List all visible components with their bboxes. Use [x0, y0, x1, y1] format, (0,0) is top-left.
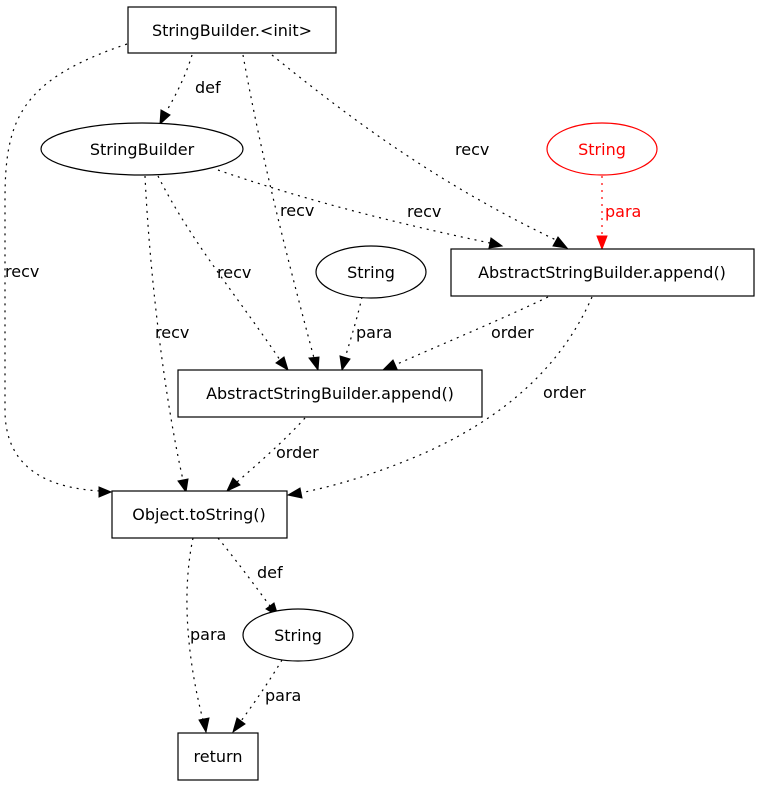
- node-string-param-highlight[interactable]: String: [546, 122, 658, 176]
- edge-label-recv-center: recv: [280, 201, 314, 220]
- edge-init-to-stringbuilder: def: [159, 54, 221, 126]
- node-string-param-mid[interactable]: String: [315, 245, 427, 299]
- edge-label-def-1: def: [195, 78, 221, 97]
- edge-label-order-top: order: [491, 323, 534, 342]
- edge-stringbuilder-to-append-mid: recv: [157, 175, 289, 372]
- node-append-top[interactable]: AbstractStringBuilder.append(): [450, 248, 755, 297]
- edge-init-to-append-mid: recv: [242, 54, 320, 372]
- edge-stringbuilder-to-append-top: recv: [217, 169, 504, 249]
- svg-text:StringBuilder.<init>: StringBuilder.<init>: [152, 21, 312, 40]
- edge-label-order-right: order: [543, 383, 586, 402]
- edge-append-top-to-append-mid: order: [381, 296, 549, 371]
- edge-label-recv-sbmid: recv: [217, 263, 251, 282]
- edge-label-order-mid: order: [276, 443, 319, 462]
- edge-label-para-red: para: [605, 202, 641, 221]
- edge-string-mid-to-append-mid: para: [339, 296, 392, 372]
- svg-text:return: return: [194, 747, 243, 766]
- svg-text:AbstractStringBuilder.append(): AbstractStringBuilder.append(): [206, 384, 454, 403]
- svg-text:StringBuilder: StringBuilder: [90, 140, 195, 159]
- edge-label-recv-left: recv: [5, 262, 39, 281]
- edge-stringbuilder-to-tostring: recv: [144, 175, 189, 494]
- edge-append-mid-to-tostring: order: [225, 417, 319, 493]
- svg-text:String: String: [578, 140, 626, 159]
- edge-label-recv-sbtop: recv: [407, 202, 441, 221]
- edge-label-recv-sbtostring: recv: [155, 323, 189, 342]
- node-return[interactable]: return: [177, 732, 259, 781]
- edge-label-para-left: para: [190, 625, 226, 644]
- edge-string-low-to-return: para: [232, 659, 301, 734]
- svg-text:AbstractStringBuilder.append(): AbstractStringBuilder.append(): [478, 263, 726, 282]
- edge-label-para-mid: para: [356, 323, 392, 342]
- svg-text:String: String: [274, 626, 322, 645]
- node-object-tostring[interactable]: Object.toString(): [111, 490, 288, 539]
- node-append-mid[interactable]: AbstractStringBuilder.append(): [177, 369, 483, 418]
- edge-label-def-2: def: [257, 563, 283, 582]
- edge-tostring-to-string-low: def: [217, 537, 283, 618]
- edge-string-red-to-append-top: para: [596, 176, 641, 251]
- edge-init-to-append-top: recv: [271, 54, 569, 249]
- svg-text:Object.toString(): Object.toString(): [132, 505, 266, 524]
- edge-label-para-right: para: [265, 686, 301, 705]
- edge-append-top-to-tostring: order: [286, 296, 593, 499]
- node-string-result[interactable]: String: [242, 608, 354, 662]
- node-stringbuilder-init[interactable]: StringBuilder.<init>: [127, 6, 337, 54]
- edge-tostring-to-return: para: [186, 537, 226, 734]
- svg-text:String: String: [347, 263, 395, 282]
- edge-init-to-tostring: recv: [4, 43, 128, 498]
- node-stringbuilder-var[interactable]: StringBuilder: [40, 122, 244, 176]
- edges: def recv recv recv recv r: [4, 43, 641, 734]
- edge-label-recv-upper: recv: [455, 140, 489, 159]
- nodes: StringBuilder.<init> StringBuilder Strin…: [40, 6, 755, 781]
